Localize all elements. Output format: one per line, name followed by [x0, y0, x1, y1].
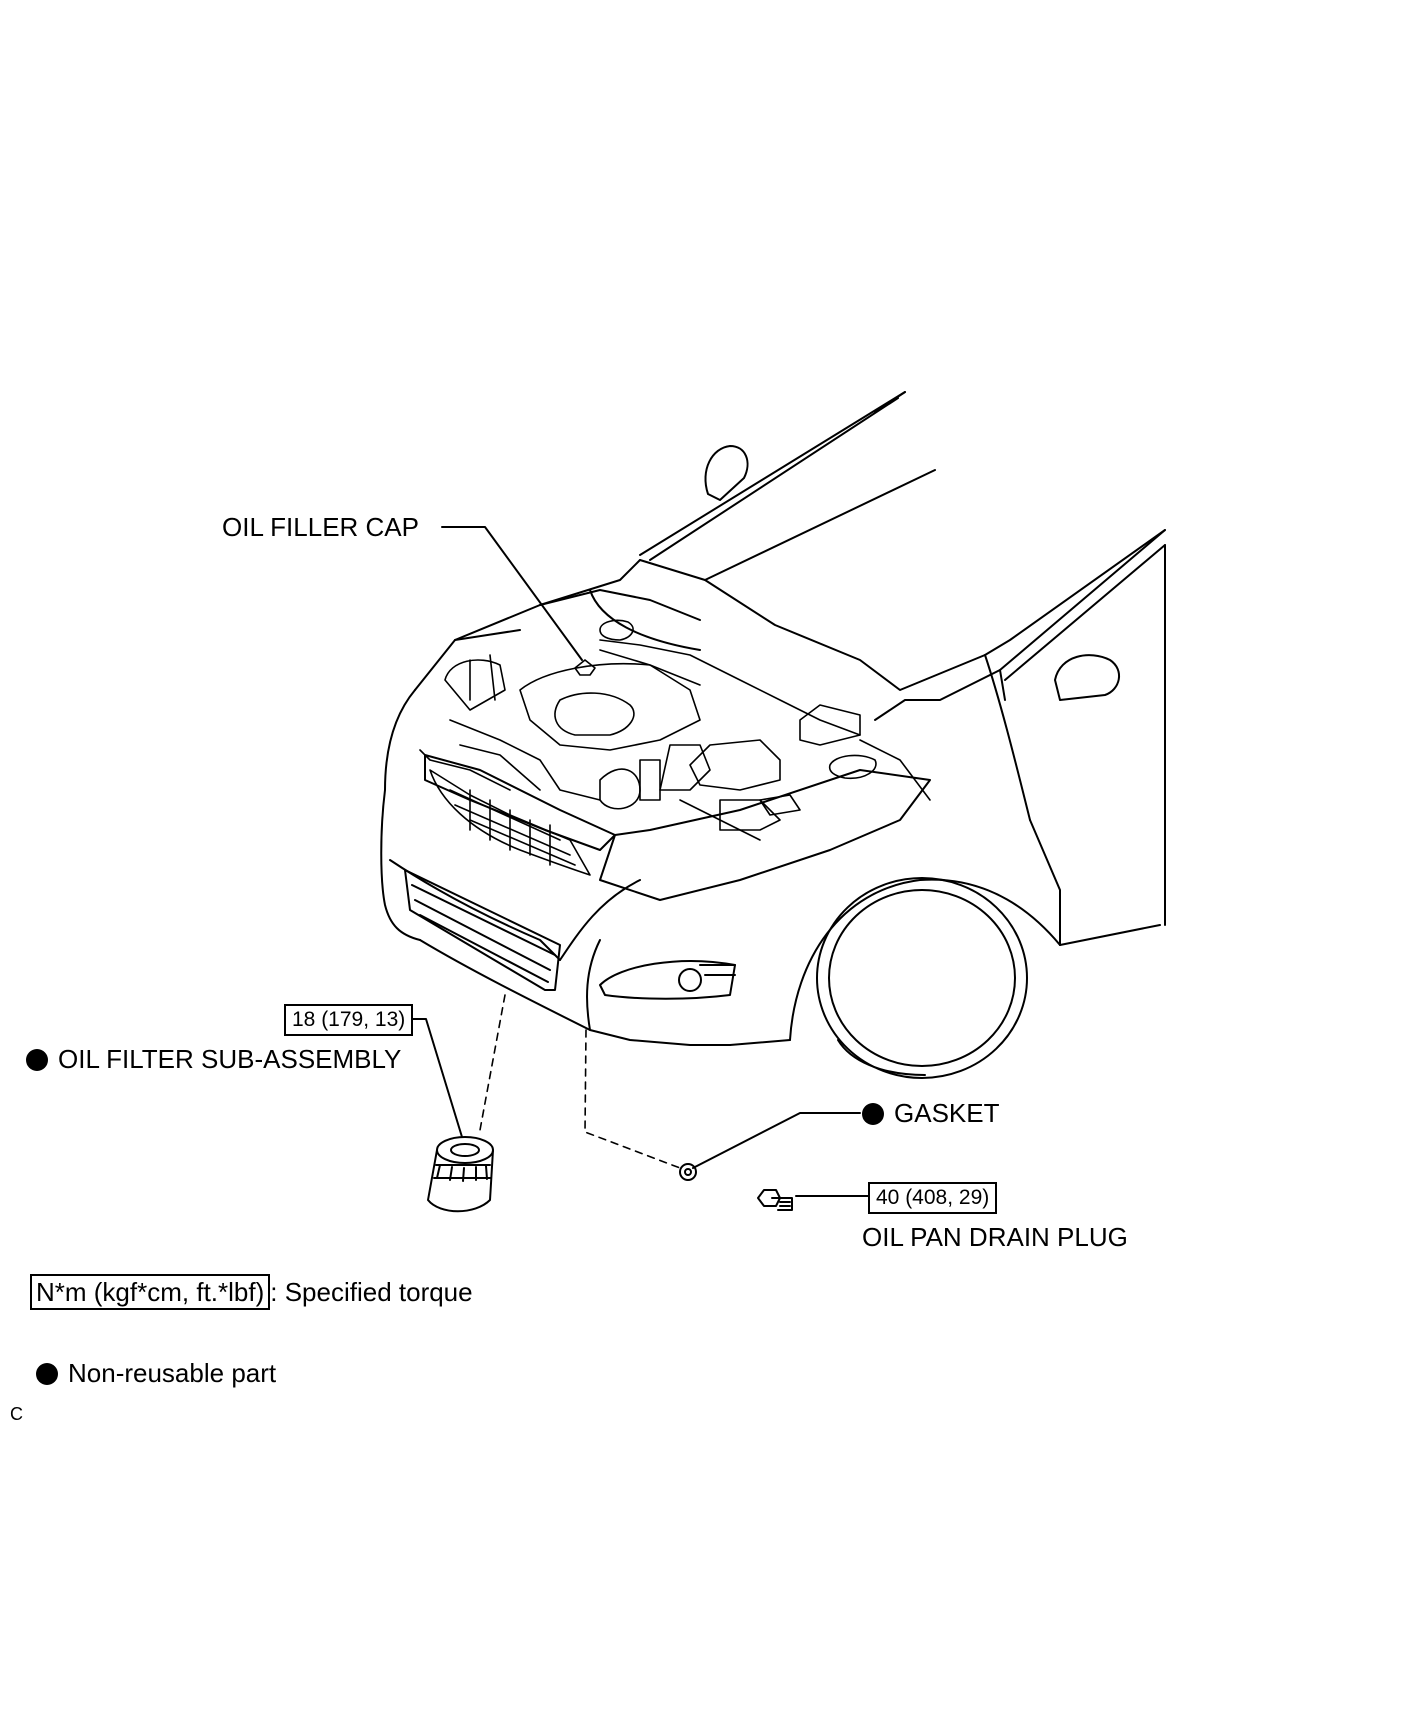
front-bumper [389, 859, 641, 1031]
body-outline [380, 529, 1166, 1046]
oil-filter-label-text: OIL FILTER SUB-ASSEMBLY [58, 1044, 402, 1074]
dashed-lines [479, 994, 681, 1169]
windshield [639, 391, 936, 581]
leader-lines [411, 526, 869, 1197]
corner-code: C [10, 1404, 23, 1424]
torque-legend: N*m (kgf*cm, ft.*lbf): Specified torque [30, 1274, 473, 1310]
engine-bay [419, 619, 931, 841]
gasket-label: GASKET [862, 1098, 999, 1128]
nonreusable-legend-text: Non-reusable part [68, 1358, 277, 1388]
gasket-icon [679, 1163, 697, 1181]
right-mirror [1054, 654, 1120, 701]
torque-legend-text: : Specified torque [270, 1277, 473, 1307]
oil-filter-torque-box: 18 (179, 13) [284, 1004, 414, 1036]
non-reusable-bullet-icon [862, 1103, 884, 1125]
drain-plug-icon [757, 1189, 793, 1211]
left-mirror [704, 445, 749, 501]
non-reusable-bullet-icon [26, 1049, 48, 1071]
filler-cap-shape [574, 659, 596, 676]
fog-light [599, 960, 736, 1000]
oil-filter-icon [427, 1136, 494, 1213]
non-reusable-bullet-icon [36, 1363, 58, 1385]
grille [429, 769, 591, 876]
oil-filler-cap-label: OIL FILLER CAP [222, 512, 419, 542]
gasket-label-text: GASKET [894, 1098, 1000, 1128]
headlights [424, 754, 931, 901]
nonreusable-legend: Non-reusable part [36, 1358, 276, 1388]
wheel [789, 877, 1061, 1079]
roof-line [874, 391, 1166, 701]
drain-plug-label: OIL PAN DRAIN PLUG [862, 1222, 1128, 1252]
torque-unit-box: N*m (kgf*cm, ft.*lbf) [30, 1274, 271, 1310]
oil-filter-label: OIL FILTER SUB-ASSEMBLY [26, 1044, 401, 1074]
hood [414, 559, 986, 691]
drain-plug-torque-box: 40 (408, 29) [868, 1182, 998, 1214]
